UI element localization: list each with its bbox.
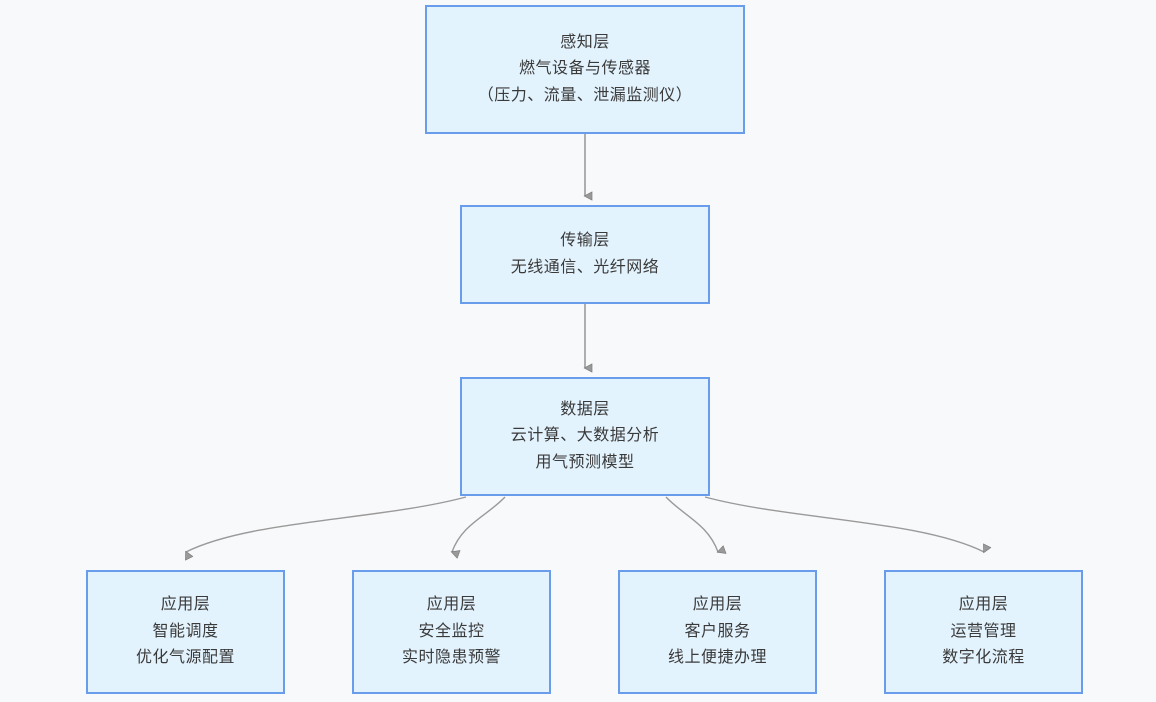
node-data-line-1: 数据层	[560, 400, 610, 418]
node-perception-layer[interactable]: 感知层 燃气设备与传感器 （压力、流量、泄漏监测仪）	[425, 5, 745, 134]
node-app-1-line-2: 智能调度	[152, 622, 219, 640]
node-app-4-line-2: 运营管理	[950, 622, 1017, 640]
node-app-2-line-3: 实时隐患预警	[401, 649, 501, 667]
node-application-layer-scheduling[interactable]: 应用层 智能调度 优化气源配置	[86, 570, 285, 694]
edge-data-to-app-3	[665, 496, 718, 552]
node-app-1-line-1: 应用层	[160, 596, 211, 614]
edge-data-to-app-4	[704, 496, 984, 552]
node-app-4-line-3: 数字化流程	[942, 649, 1025, 667]
node-app-2-line-1: 应用层	[426, 596, 477, 614]
node-app-2-line-2: 安全监控	[418, 622, 485, 640]
node-transport-layer[interactable]: 传输层 无线通信、光纤网络	[460, 205, 710, 304]
node-data-layer[interactable]: 数据层 云计算、大数据分析 用气预测模型	[460, 377, 710, 496]
node-app-3-line-1: 应用层	[692, 596, 743, 614]
node-application-layer-customer-service[interactable]: 应用层 客户服务 线上便捷办理	[618, 570, 817, 694]
node-data-line-2: 云计算、大数据分析	[510, 427, 660, 445]
node-app-1-line-3: 优化气源配置	[135, 649, 235, 667]
node-transport-line-1: 传输层	[560, 232, 610, 250]
node-perception-line-2: 燃气设备与传感器	[518, 60, 651, 78]
edge-data-to-app-1	[186, 496, 467, 552]
node-perception-line-3: （压力、流量、泄漏监测仪）	[477, 86, 693, 104]
node-app-3-line-3: 线上便捷办理	[667, 649, 767, 667]
node-transport-line-2: 无线通信、光纤网络	[510, 258, 660, 276]
node-application-layer-operations[interactable]: 应用层 运营管理 数字化流程	[884, 570, 1083, 694]
node-perception-line-1: 感知层	[560, 33, 610, 51]
edge-data-to-app-2	[452, 496, 506, 552]
node-app-3-line-2: 客户服务	[684, 622, 751, 640]
node-app-4-line-1: 应用层	[958, 596, 1009, 614]
node-data-line-3: 用气预测模型	[535, 453, 635, 471]
node-application-layer-safety[interactable]: 应用层 安全监控 实时隐患预警	[352, 570, 551, 694]
